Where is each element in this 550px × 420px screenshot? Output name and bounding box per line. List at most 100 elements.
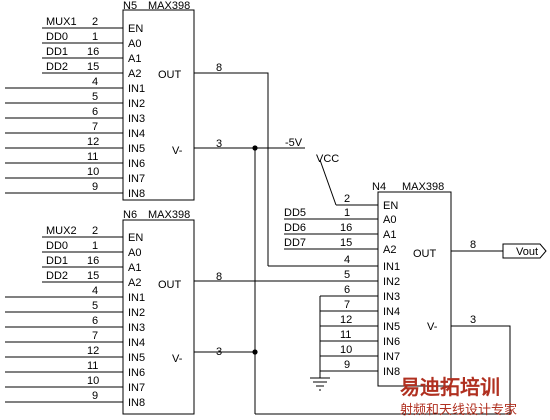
chip-n6-pin-label: IN6 [128,367,145,379]
chip-n4-net-dd5: DD5 [284,207,306,219]
chip-n6-pin-label: IN8 [128,397,145,409]
chip-n4-pinnum: 5 [344,269,350,281]
chip-n4-pin-label: IN1 [383,261,400,273]
chip-n6-pin-label: IN2 [128,307,145,319]
chip-n4-pinnum: 6 [344,284,350,296]
chip-n4-pinnum: 7 [344,299,350,311]
chip-n5-net-dd0: DD0 [46,31,68,43]
chip-n5-part: MAX398 [148,0,190,12]
chip-n4-pinnum: 9 [344,359,350,371]
chip-n5-pin-label: IN1 [128,83,145,95]
chip-n5-out-num: 8 [216,62,222,74]
chip-n5-pinnum: 1 [92,31,98,43]
net-label-neg5: -5V [285,137,303,149]
chip-n6-pinnum: 2 [92,225,98,237]
junction-dot [252,145,258,151]
chip-n5-pin-label: IN5 [128,143,145,155]
watermark-title: 易迪拓培训 [400,375,500,399]
chip-n6-pinnum: 6 [92,315,98,327]
chip-n5-pinnum: 9 [92,181,98,193]
wire-n4-vminus [255,325,511,415]
chip-n6-pin-label: A1 [128,262,141,274]
chip-n4-part: MAX398 [402,181,444,193]
chip-n4 [377,191,452,387]
chip-n5-pinnum: 2 [92,16,98,28]
watermark-subtitle: 射频和天线设计专家 [400,402,517,417]
chip-n4-pin-numbers: 2 1 16 15 4 5 6 7 12 11 10 9 [340,193,352,371]
chip-n5-pinnum: 4 [92,76,98,88]
chip-n6-pin-leads [5,236,123,403]
chip-n4-net-dd6: DD6 [284,222,306,234]
chip-n6 [122,219,195,415]
chip-n4-pin-label: IN4 [383,306,400,318]
chip-n5-pin-leads [5,27,123,194]
chip-n6-part: MAX398 [148,209,190,221]
chip-n6-net-dd0: DD0 [46,240,68,252]
chip-n4-pin-label: IN6 [383,336,400,348]
chip-n5-pinnum: 11 [87,151,98,163]
chip-n4-pinnum: 2 [344,193,350,205]
chip-n4-pin-label: IN7 [383,351,400,363]
chip-n6-pin-label: IN7 [128,382,145,394]
chip-n4-pin-label: IN5 [383,321,400,333]
chip-n4-pin-label: IN2 [383,276,400,288]
chip-n6-pinnum: 16 [87,255,99,267]
chip-n6-pin-label: A0 [128,247,141,259]
chip-n4-pin-leads [194,204,378,372]
chip-n6-out-label: OUT [158,279,182,291]
wire-vcc [319,159,337,206]
chip-n5-pin-label: A1 [128,53,141,65]
chip-n6-pin-label: IN5 [128,352,145,364]
chip-n5-vminus-label: V- [172,145,183,157]
chip-n5-pin-numbers: 2 1 16 15 4 5 6 7 12 11 10 9 [87,16,99,193]
chip-n6-pinnum: 12 [87,345,99,357]
chip-n5-pin-label: IN4 [128,128,145,140]
chip-n4-pinnum: 16 [340,222,352,234]
chip-n6-pin-labels: EN A0 A1 A2 IN1 IN2 IN3 IN4 IN5 IN6 IN7 … [128,232,145,409]
chip-n6-pinnum: 1 [92,240,98,252]
chip-n5-pinnum: 5 [92,91,98,103]
chip-n4-pinnum: 4 [344,254,350,266]
chip-n4-ref: N4 [372,181,386,193]
chip-n5-pin-label: EN [128,23,143,35]
chip-n4-out-num: 8 [470,239,476,251]
chip-n4-out-label: OUT [413,248,437,260]
chip-n6-net-mux2: MUX2 [46,225,77,237]
chip-n6-pinnum: 11 [87,360,98,372]
chip-n6-pinnum: 4 [92,285,98,297]
chip-n4-pin-labels: EN A0 A1 A2 IN1 IN2 IN3 IN4 IN5 IN6 IN7 … [383,200,400,378]
chip-n6-pin-label: EN [128,232,143,244]
wire-n5-out [194,72,269,266]
chip-n6-pin-numbers: 2 1 16 15 4 5 6 7 12 11 10 9 [87,225,99,402]
chip-n5-body [122,9,195,201]
chip-n5-pinnum: 12 [87,136,99,148]
chip-n6-body [122,219,195,415]
chip-n5-pin-label: A0 [128,38,141,50]
chip-n5-pinnum: 15 [87,61,99,73]
chip-n6-ref: N6 [123,209,137,221]
chip-n6-pinnum: 10 [87,375,99,387]
chip-n4-pinnum: 11 [340,329,351,341]
chip-n5-net-mux1: MUX1 [46,16,77,28]
junction-dot [252,349,258,355]
chip-n4-body [377,191,452,387]
chip-n5-pin-labels: EN A0 A1 A2 IN1 IN2 IN3 IN4 IN5 IN6 IN7 … [128,23,145,200]
chip-n5-pin-label: IN3 [128,113,145,125]
chip-n5-net-dd2: DD2 [46,61,68,73]
chip-n6-net-dd2: DD2 [46,270,68,282]
chip-n5-ref: N5 [123,0,137,12]
chip-n4-pinnum: 15 [340,237,352,249]
chip-n6-pinnum: 15 [87,270,99,282]
chip-n5-net-dd1: DD1 [46,46,68,58]
chip-n6-pin-label: IN1 [128,292,145,304]
chip-n5-vm-num: 3 [216,138,222,150]
chip-n5-pin-label: IN6 [128,158,145,170]
chip-n4-vm-num: 3 [470,314,476,326]
chip-n6-vminus-label: V- [172,353,183,365]
chip-n6-pinnum: 9 [92,390,98,402]
chip-n4-pinnum: 12 [340,314,352,326]
chip-n5-pin-label: IN2 [128,98,145,110]
chip-n5-out-label: OUT [158,69,182,81]
chip-n4-pin-label: A0 [383,214,396,226]
